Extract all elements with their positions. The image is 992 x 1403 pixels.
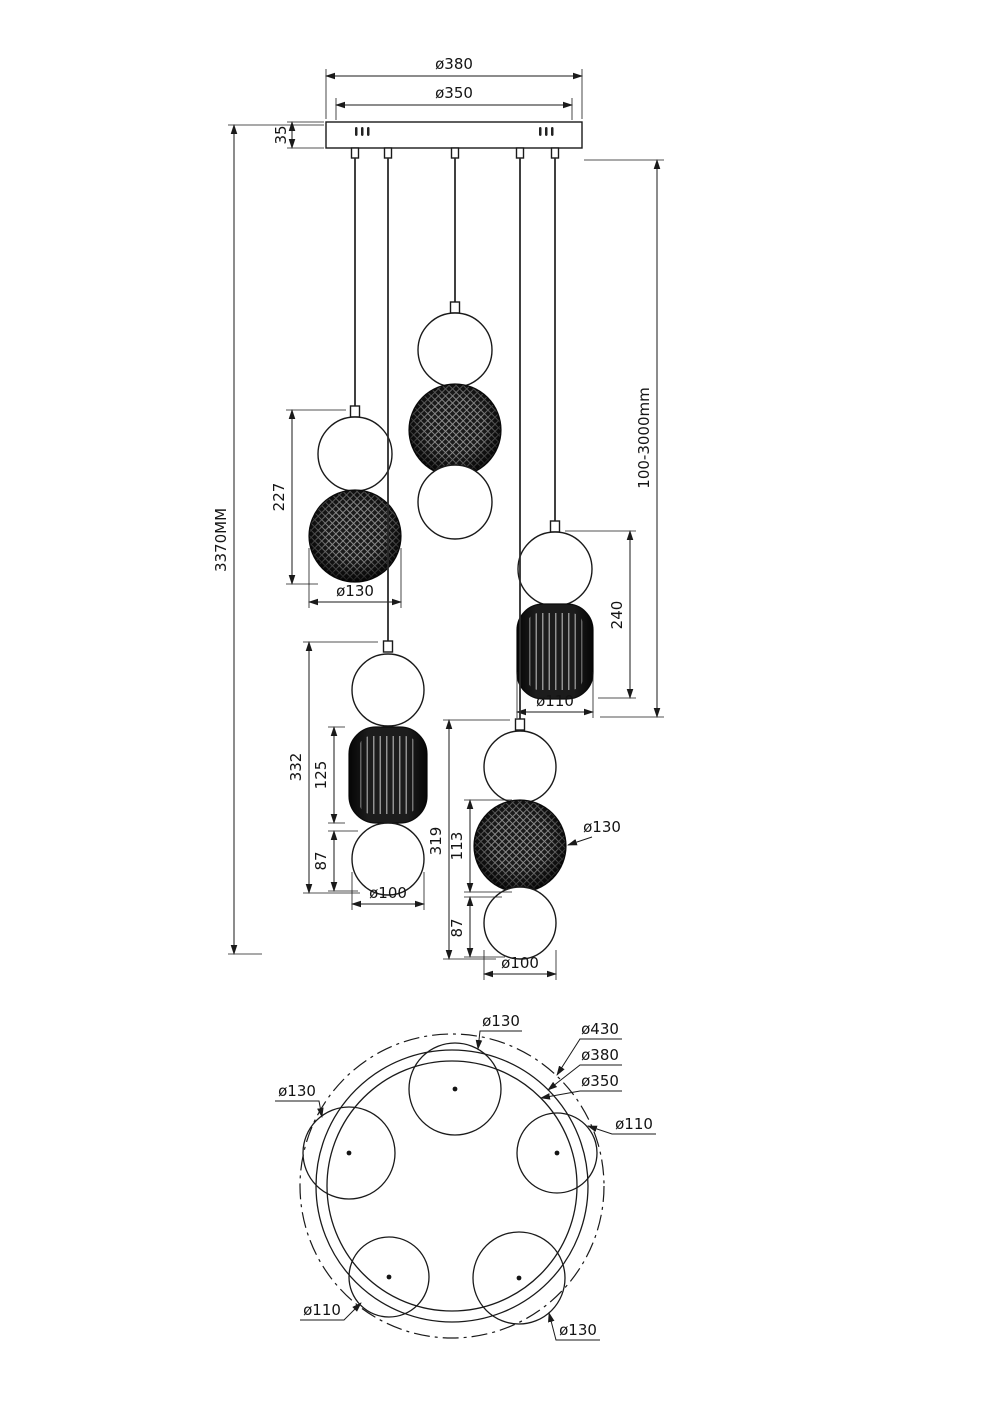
dim-canopy-outer: ø380 — [325, 55, 583, 119]
dim-suspension-range: 100-3000mm — [584, 159, 664, 718]
plan-pendant-right — [516, 1112, 598, 1194]
ribbed-shade — [348, 726, 428, 824]
dim-pendant-left-height: 227 — [270, 409, 346, 585]
plan-pendant-bottom-right — [472, 1231, 566, 1325]
dim-canopy-inner-label: ø350 — [435, 84, 473, 102]
glass-sphere — [517, 531, 593, 607]
plan-label-top: ø130 — [475, 1012, 522, 1050]
plan-label-base-text: ø380 — [581, 1046, 619, 1064]
dim-canopy-height: 35 — [272, 121, 324, 149]
dim-pendant-bottom-left-dia: ø100 — [351, 872, 425, 910]
dim-canopy-inner: ø350 — [335, 84, 573, 120]
dim-pendant-bottom-center-height: 319 — [427, 719, 510, 960]
glass-sphere — [351, 822, 425, 896]
dim-pendant-bottom-left-sphere: 87 — [312, 830, 358, 892]
plan-label-right-text: ø110 — [615, 1115, 653, 1133]
pendant-bottom-left: 332 125 87 ø100 — [287, 158, 428, 910]
plan-label-outer: ø430 — [556, 1020, 622, 1076]
dim-pendant-bottom-left-height-label: 332 — [287, 753, 305, 782]
dim-suspension-range-label: 100-3000mm — [635, 387, 653, 488]
dim-pendant-bottom-center-sphere: 87 — [448, 896, 505, 958]
glass-sphere — [483, 886, 557, 960]
front-view: ø380 ø350 35 3370MM 100-3000 — [212, 55, 664, 980]
glass-sphere — [351, 653, 425, 727]
dim-pendant-bottom-center-sphere-label: 87 — [448, 918, 466, 937]
dim-overall-height: 3370MM — [212, 124, 324, 955]
plan-label-bottom-left: ø110 — [300, 1301, 362, 1321]
pendant-bottom-center: 319 113 87 ø130 ø100 — [427, 158, 621, 980]
mounting-slots-right — [539, 127, 554, 136]
mounting-slots-left — [355, 127, 370, 136]
dim-canopy-outer-label: ø380 — [435, 55, 473, 73]
dim-pendant-right-dia-label: ø110 — [536, 692, 574, 710]
plan-label-base: ø380 — [547, 1046, 622, 1091]
dim-pendant-bottom-center-shade: 113 — [448, 799, 512, 893]
plan-outer-circle — [299, 1033, 605, 1339]
dim-pendant-bottom-left-shade-label: 125 — [312, 761, 330, 790]
pendant-center-top — [408, 158, 502, 540]
glass-sphere — [417, 312, 493, 388]
plan-label-inner: ø350 — [540, 1072, 622, 1100]
plan-label-left: ø130 — [275, 1082, 324, 1118]
dim-pendant-right-height-label: 240 — [608, 601, 626, 630]
pendant-connector — [349, 405, 361, 418]
plan-pendant-left — [302, 1106, 396, 1200]
dim-pendant-bottom-left-shade: 125 — [312, 726, 345, 824]
dim-pendant-bottom-left-height: 332 — [287, 641, 378, 894]
pendant-connector — [549, 520, 561, 533]
dim-pendant-right-dia: ø110 — [516, 672, 594, 718]
plan-label-top-text: ø130 — [482, 1012, 520, 1030]
plan-label-inner-text: ø350 — [581, 1072, 619, 1090]
dim-pendant-bottom-center-dia: ø100 — [483, 950, 557, 980]
dim-pendant-right-height: 240 — [565, 530, 636, 699]
pendant-connector — [382, 640, 394, 653]
plan-label-bottom-right-text: ø130 — [559, 1321, 597, 1339]
plan-pendant-bottom-left — [348, 1236, 430, 1318]
plan-pendant-top — [408, 1042, 502, 1136]
dim-pendant-bottom-left-sphere-label: 87 — [312, 851, 330, 870]
glass-sphere — [417, 464, 493, 540]
ribbed-shade — [516, 603, 594, 700]
pendant-right: 240 ø110 — [516, 158, 636, 718]
plan-label-outer-text: ø430 — [581, 1020, 619, 1038]
pendant-connector — [449, 301, 461, 314]
dim-pendant-left-height-label: 227 — [270, 483, 288, 512]
glass-sphere — [483, 730, 557, 804]
dim-pendant-bottom-center-shade-dia-label: ø130 — [583, 818, 621, 836]
pendant-connector — [514, 718, 526, 731]
dim-canopy-height-label: 35 — [272, 125, 290, 144]
ceiling-canopy — [325, 121, 583, 159]
dim-pendant-bottom-center-dia-label: ø100 — [501, 954, 539, 972]
glass-sphere — [317, 416, 393, 492]
plan-inner-circle — [326, 1060, 578, 1312]
plan-view: ø130 ø430 ø380 ø350 ø130 ø110 ø110 ø130 — [275, 1012, 656, 1341]
pendant-left: 227 ø130 — [270, 158, 402, 608]
plan-base-circle — [315, 1049, 589, 1323]
plan-label-bottom-right: ø130 — [548, 1312, 600, 1341]
dim-pendant-bottom-center-height-label: 319 — [427, 827, 445, 856]
plan-label-left-text: ø130 — [278, 1082, 316, 1100]
cord-fittings — [350, 147, 560, 159]
dim-pendant-bottom-center-shade-dia: ø130 — [567, 818, 621, 846]
plan-label-bottom-left-text: ø110 — [303, 1301, 341, 1319]
dim-overall-height-label: 3370MM — [212, 508, 230, 572]
dim-pendant-bottom-left-dia-label: ø100 — [369, 884, 407, 902]
dim-pendant-left-dia-label: ø130 — [336, 582, 374, 600]
dim-pendant-bottom-center-shade-label: 113 — [448, 832, 466, 861]
plan-label-right: ø110 — [587, 1115, 656, 1135]
dim-pendant-left-dia: ø130 — [308, 548, 402, 608]
